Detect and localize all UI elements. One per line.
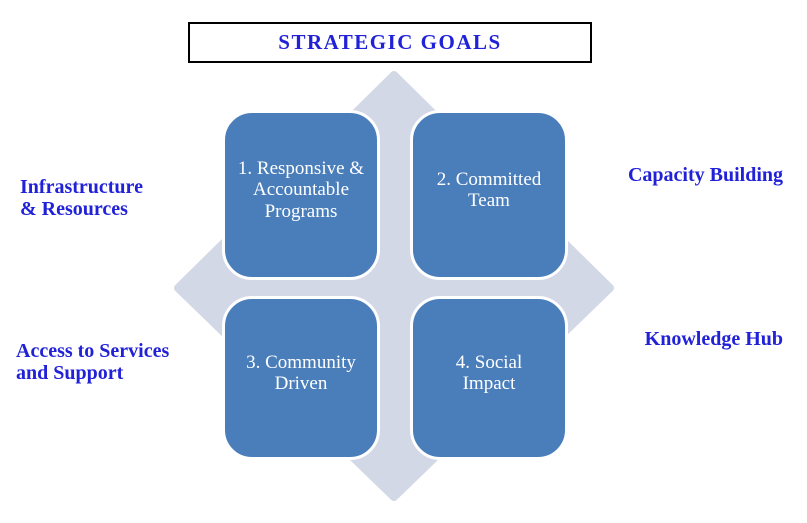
side-label-knowledge-hub: Knowledge Hub: [644, 328, 783, 350]
side-label-infrastructure-resources: Infrastructure & Resources: [20, 176, 143, 220]
quadrant-social-impact: 4. Social Impact: [410, 296, 568, 460]
quadrant-label: 1. Responsive & Accountable Programs: [237, 158, 365, 222]
quadrant-committed-team: 2. Committed Team: [410, 110, 568, 280]
quadrant-label: 3. Community Driven: [246, 351, 356, 394]
quadrant-label: 4. Social Impact: [455, 351, 523, 394]
title-box: STRATEGIC GOALS: [188, 22, 592, 63]
quadrant-community-driven: 3. Community Driven: [222, 296, 380, 460]
side-label-access-services-support: Access to Services and Support: [16, 340, 170, 384]
quadrant-responsive-accountable-programs: 1. Responsive & Accountable Programs: [222, 110, 380, 280]
diagram-title: STRATEGIC GOALS: [278, 30, 502, 54]
side-label-capacity-building: Capacity Building: [627, 164, 783, 186]
quadrant-label: 2. Committed Team: [436, 168, 542, 211]
